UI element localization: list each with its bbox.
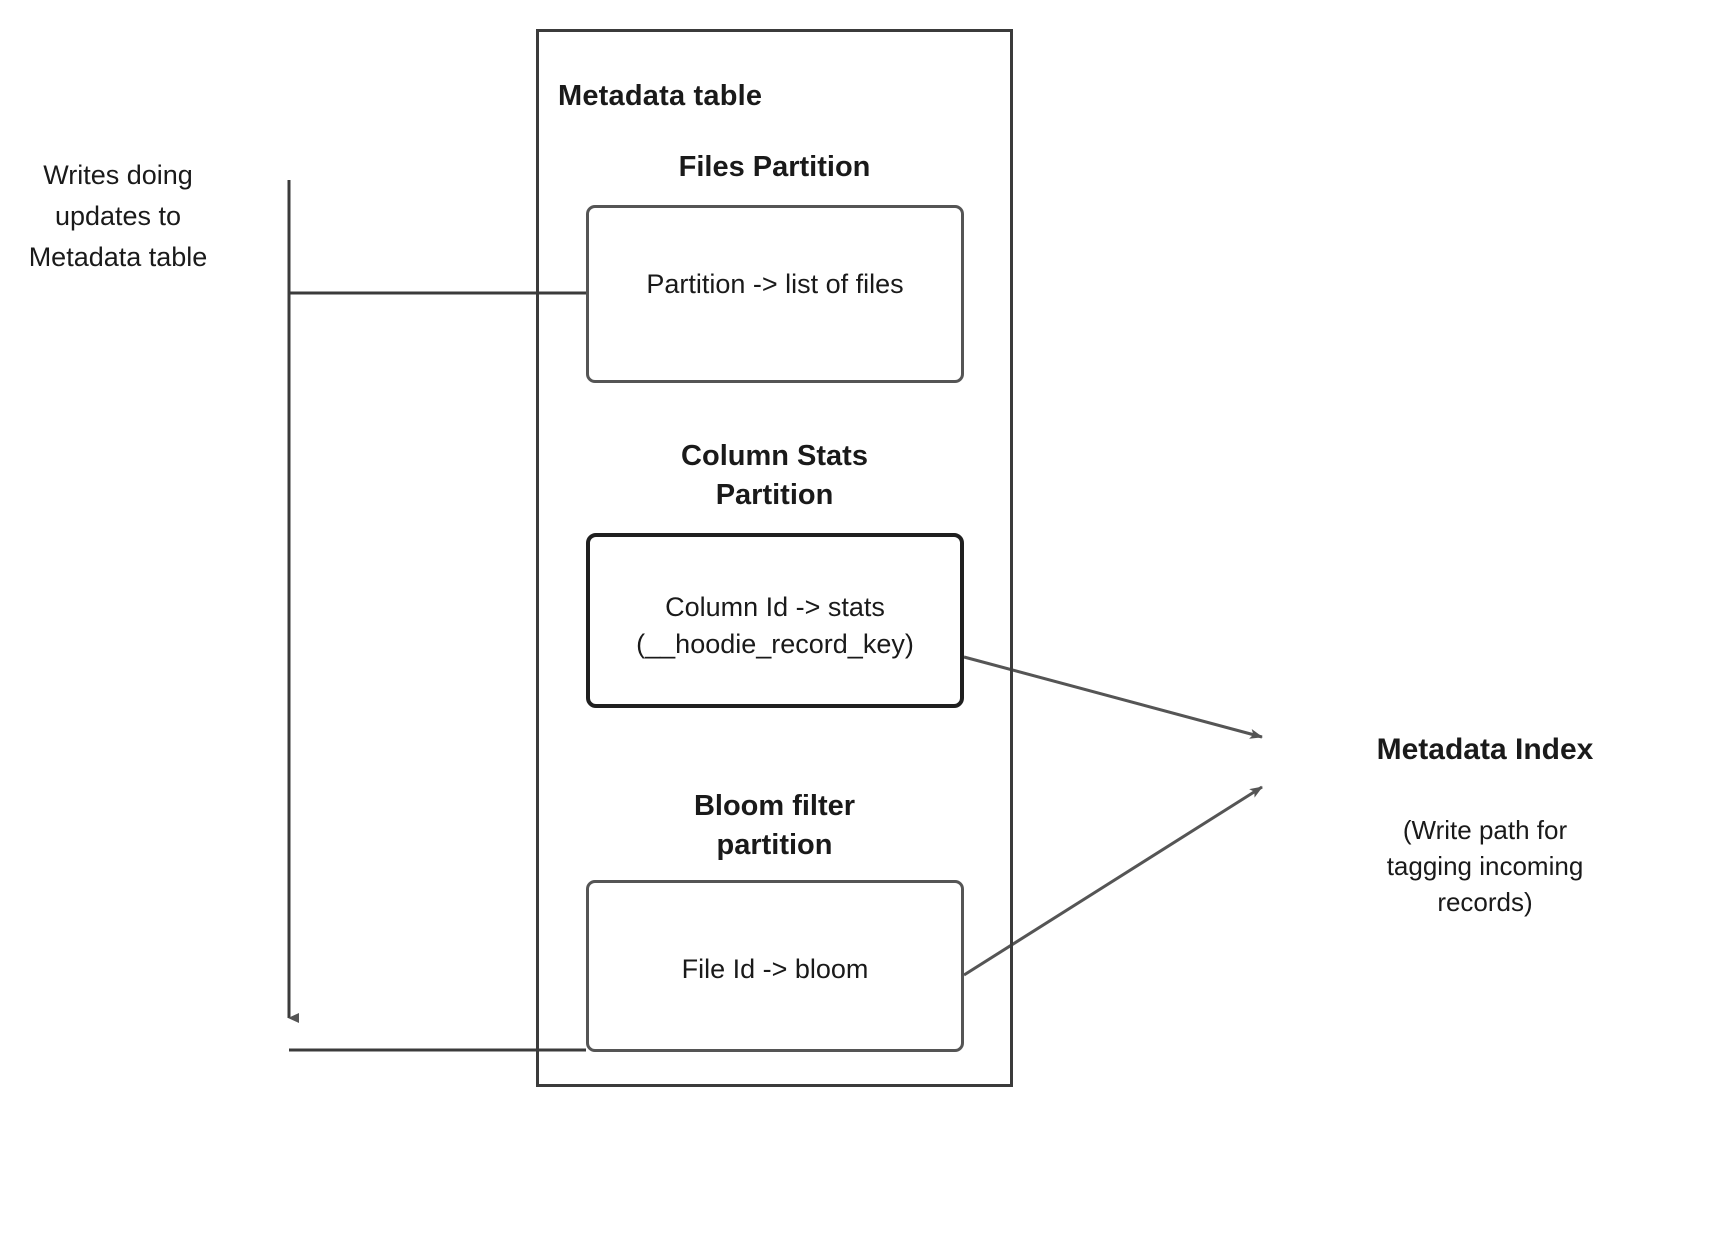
writes-annotation: Writes doing updates to Metadata table xyxy=(28,160,208,272)
metadata-table-title: Metadata table xyxy=(558,80,763,112)
bloom-filter-partition-heading: Bloom filter partition xyxy=(693,790,856,861)
column-stats-partition-box: Column Id -> stats (__hoodie_record_key) xyxy=(586,533,964,708)
metadata-index-title: Metadata Index xyxy=(1376,733,1594,766)
bloom-filter-partition-box: File Id -> bloom xyxy=(586,880,964,1052)
files-partition-box: Partition -> list of files xyxy=(586,205,964,383)
column-stats-partition-heading: Column Stats Partition xyxy=(681,440,868,511)
metadata-index-caption: (Write path for tagging incoming records… xyxy=(1386,815,1584,917)
files-partition-box-label: Partition -> list of files xyxy=(646,269,904,299)
column-stats-partition-box-label: Column Id -> stats (__hoodie_record_key) xyxy=(636,592,914,659)
bloom-filter-partition-box-label: File Id -> bloom xyxy=(681,954,869,984)
files-partition-heading: Files Partition xyxy=(678,151,871,183)
metadata-table-container xyxy=(536,29,1013,1087)
